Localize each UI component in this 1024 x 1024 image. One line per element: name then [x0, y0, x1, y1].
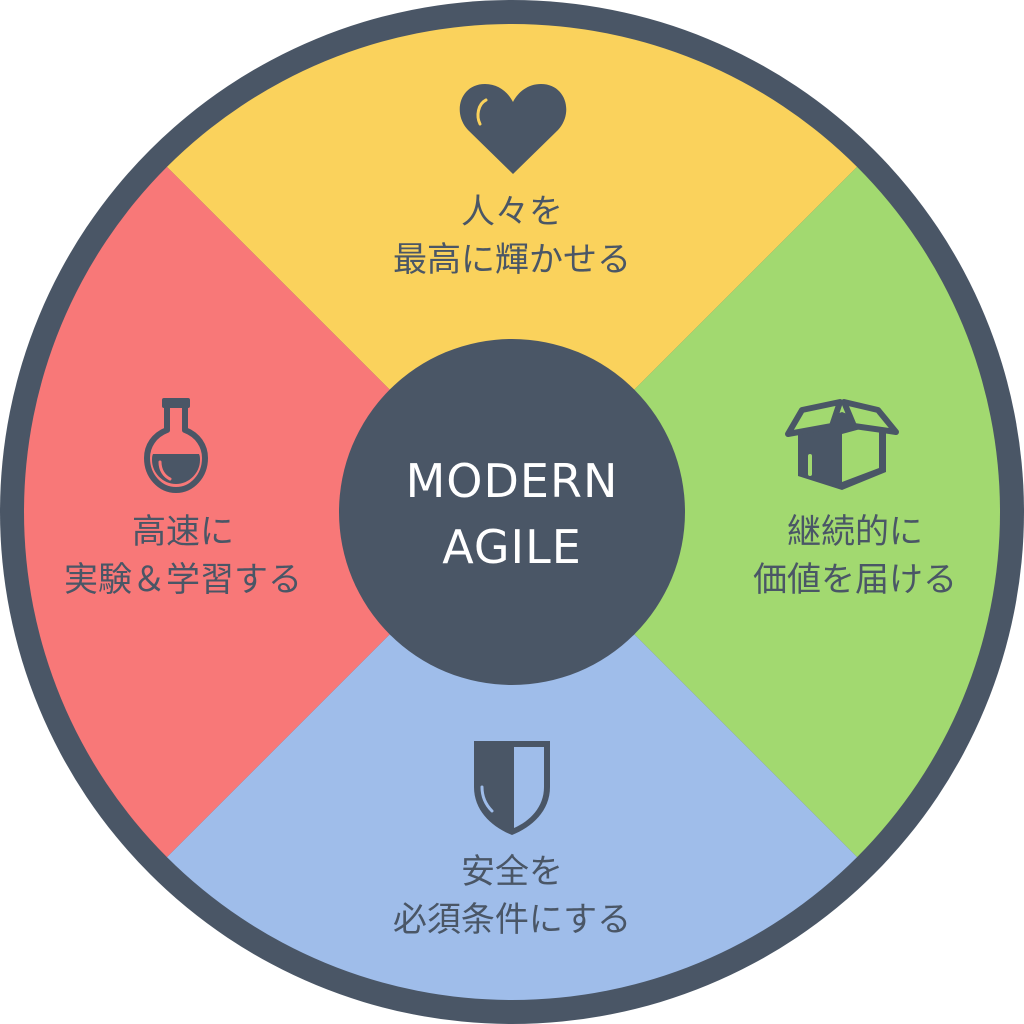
segment-right-label: 継続的に 価値を届ける [753, 508, 957, 604]
segment-top-label: 人々を 最高に輝かせる [393, 188, 631, 284]
segment-top-line1: 人々を [461, 192, 563, 232]
center-title: MODERN AGILE [406, 448, 619, 580]
segment-right-line2: 価値を届ける [753, 560, 957, 600]
heart-icon [459, 84, 567, 174]
flask-icon [144, 398, 208, 493]
segment-top-line2: 最高に輝かせる [393, 240, 631, 280]
center-circle [339, 339, 685, 685]
center-title-line1: MODERN [405, 454, 619, 508]
segment-right-line1: 継続的に [787, 512, 923, 552]
box-icon [785, 399, 899, 490]
segment-bottom-line2: 必須条件にする [392, 900, 632, 940]
segment-bottom-label: 安全を 必須条件にする [393, 848, 631, 944]
segment-left-line2: 実験＆学習する [64, 560, 302, 600]
segment-bottom-line1: 安全を [461, 852, 563, 892]
center-title-line2: AGILE [442, 520, 582, 574]
segment-left-line1: 高速に [132, 512, 234, 552]
shield-icon [474, 741, 550, 835]
segment-left-label: 高速に 実験＆学習する [64, 508, 302, 604]
